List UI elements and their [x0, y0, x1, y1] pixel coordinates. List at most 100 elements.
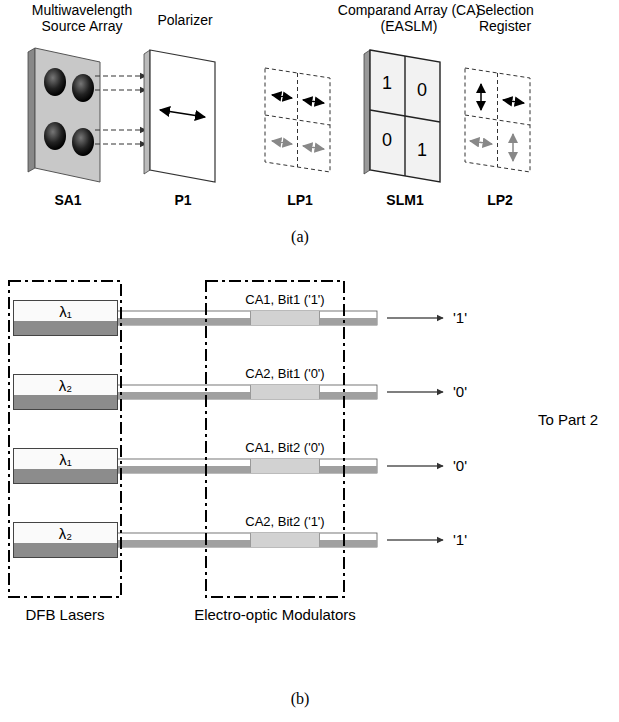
bit-value: 0 [382, 130, 392, 151]
light-beam [95, 89, 146, 90]
source-array [44, 122, 66, 150]
polarization-pattern [265, 68, 330, 172]
selection-register [465, 68, 530, 172]
electro-optic-modulator: CA2, Bit2 ('1') [250, 533, 320, 547]
output-arrow [387, 391, 443, 392]
dash-dot-outline [9, 281, 121, 597]
panel-label: (b) [270, 690, 330, 708]
source-array [72, 74, 94, 102]
comparand-cell: 1 [411, 138, 433, 162]
modulator-label: CA2, Bit2 ('1') [211, 514, 359, 529]
selection-register [465, 115, 530, 125]
comparand-cell: 0 [411, 78, 433, 102]
waveguide [320, 318, 377, 325]
output-arrow [387, 465, 443, 466]
output-bit: '1' [453, 309, 493, 326]
polarizer [144, 50, 215, 182]
selection-register [480, 84, 482, 110]
dash-dot-outline [8, 280, 122, 598]
light-beam [95, 75, 146, 76]
source-array [44, 68, 66, 96]
polarizer [144, 50, 150, 174]
dfb-laser: λ₂ [13, 374, 118, 410]
note-label: To Part 2 [538, 411, 600, 428]
selection-register [470, 141, 492, 144]
electro-optic-modulator: CA2, Bit1 ('0') [250, 385, 320, 399]
polarization-pattern [265, 68, 330, 172]
component-group: Electro-optic ModulatorsCA1, Bit1 ('1')C… [205, 280, 345, 598]
bit-value: 0 [417, 80, 427, 101]
modulator-label: CA1, Bit1 ('1') [211, 292, 359, 307]
polarization-pattern [303, 146, 324, 149]
output-bit: '0' [453, 457, 493, 474]
waveguide [115, 459, 377, 473]
dfb-laser: λ₂ [13, 522, 118, 558]
wavelength-label: λ₁ [14, 450, 117, 470]
polarization-pattern [272, 141, 292, 144]
waveguide [115, 533, 377, 547]
source-array [72, 128, 94, 156]
output-arrow [387, 318, 443, 540]
spatial-light-modulator [364, 50, 440, 182]
part-label: P1 [145, 192, 221, 208]
spatial-light-modulator [364, 50, 370, 174]
output-arrow [387, 317, 443, 318]
part-label: LP1 [262, 192, 338, 208]
output-arrow [387, 539, 443, 540]
waveguide [115, 311, 377, 325]
waveguide-connector [118, 392, 250, 399]
part-label: SLM1 [367, 192, 443, 208]
polarization-pattern [265, 115, 330, 125]
dash-dot-outline [206, 281, 344, 597]
spatial-light-modulator [370, 110, 440, 122]
waveguide [320, 540, 377, 547]
caption-label: Polarizer [140, 12, 230, 28]
waveguide [320, 466, 377, 473]
polarization-pattern [265, 68, 330, 172]
selection-register [465, 68, 530, 172]
caption-label: Selection Register [455, 2, 555, 34]
selection-register [512, 134, 514, 161]
panel-label: (a) [270, 228, 330, 246]
selection-register [465, 68, 530, 172]
polarization-pattern [303, 100, 324, 103]
source-array [35, 48, 100, 182]
wavelength-label: λ₂ [14, 376, 117, 396]
group-label: DFB Lasers [0, 606, 172, 623]
comparand-cell: 0 [376, 128, 398, 152]
bit-value: 1 [382, 73, 392, 94]
waveguide [115, 385, 377, 399]
spatial-light-modulator [370, 50, 440, 182]
light-beam [95, 143, 146, 144]
waveguide [320, 392, 377, 399]
source-array [28, 48, 35, 172]
electro-optic-modulator: CA1, Bit2 ('0') [250, 459, 320, 473]
light-beam [95, 129, 146, 130]
part-label: SA1 [30, 192, 106, 208]
part-label: LP2 [462, 192, 538, 208]
polarizer [150, 50, 215, 182]
electro-optic-modulator: CA1, Bit1 ('1') [250, 311, 320, 325]
group-label: Electro-optic Modulators [155, 606, 395, 623]
selection-register [497, 73, 498, 167]
output-bit: '0' [453, 383, 493, 400]
source-array [28, 48, 100, 182]
caption-label: Comparand Array (CA) (EASLM) [330, 2, 488, 34]
light-beam [95, 76, 146, 144]
component-group: DFB Lasersλ₁λ₂λ₁λ₂ [8, 280, 122, 598]
waveguide [115, 311, 377, 547]
caption-label: Multiwavelength Source Array [18, 2, 146, 34]
comparand-cell: 1 [376, 71, 398, 95]
modulator-label: CA2, Bit1 ('0') [211, 366, 359, 381]
waveguide-connector [118, 318, 250, 325]
polarization-pattern [272, 95, 292, 98]
bit-value: 1 [417, 140, 427, 161]
dfb-laser: λ₁ [13, 448, 118, 484]
polarizer [160, 110, 205, 117]
waveguide-connector [118, 540, 250, 547]
waveguide-connector [118, 466, 250, 473]
